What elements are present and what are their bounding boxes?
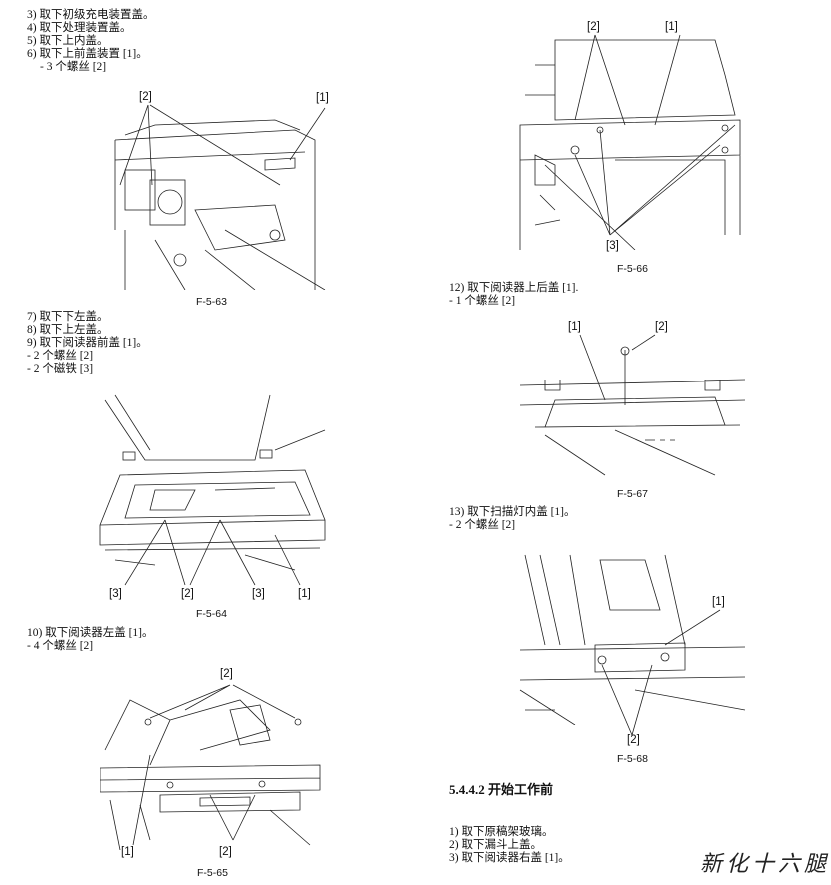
fig66-label-3: [3]: [606, 240, 619, 252]
step-4: 4) 取下处理装置盖。: [27, 22, 132, 34]
fig65-label-2a: [2]: [220, 668, 233, 680]
step-3: 3) 取下初级充电装置盖。: [27, 9, 155, 21]
fig67-leaders: [579, 334, 656, 401]
fig66-leaders: [574, 34, 736, 236]
fig66-label-1: [1]: [665, 21, 678, 33]
step-13: 13) 取下扫描灯内盖 [1]。: [449, 506, 576, 518]
step-2: 2) 取下漏斗上盖。: [449, 839, 542, 851]
step-6-sub: - 3 个螺丝 [2]: [40, 61, 107, 73]
fig64-label-1: [1]: [298, 588, 311, 600]
step-9-sub-2: - 2 个磁铁 [3]: [27, 363, 94, 375]
step-12-sub: - 1 个螺丝 [2]: [449, 295, 516, 307]
step-5: 5) 取下上内盖。: [27, 35, 109, 47]
fig63-leaders: [119, 104, 326, 186]
watermark-logo: 新化十六腿: [700, 852, 831, 877]
fig64-caption: F-5-64: [196, 608, 227, 620]
fig64-leaders: [124, 519, 301, 586]
fig68-label-1: [1]: [712, 596, 725, 608]
fig63-label-2: [2]: [139, 91, 152, 103]
step-9-sub-1: - 2 个螺丝 [2]: [27, 350, 94, 362]
figure-f-5-67: [519, 346, 746, 476]
step-7: 7) 取下下左盖。: [27, 311, 109, 323]
step-6: 6) 取下上前盖装置 [1]。: [27, 48, 148, 60]
fig65-label-1: [1]: [121, 846, 134, 858]
figure-f-5-63: [114, 119, 326, 290]
step-13-sub: - 2 个螺丝 [2]: [449, 519, 516, 531]
fig65-leaders: [132, 684, 296, 846]
step-10-sub: - 4 个螺丝 [2]: [27, 640, 94, 652]
fig63-label-1: [1]: [316, 92, 329, 104]
fig65-label-2b: [2]: [219, 846, 232, 858]
fig68-label-2: [2]: [627, 734, 640, 746]
fig64-label-3a: [3]: [109, 588, 122, 600]
fig66-caption: F-5-66: [617, 263, 648, 275]
figure-f-5-68: [519, 554, 746, 725]
figure-f-5-65: [100, 699, 321, 850]
fig66-label-2: [2]: [587, 21, 600, 33]
figure-f-5-64: [99, 394, 326, 571]
fig68-caption: F-5-68: [617, 753, 648, 765]
step-8: 8) 取下上左盖。: [27, 324, 109, 336]
figure-f-5-66: [519, 39, 741, 250]
section-heading: 5.4.4.2 开始工作前: [449, 782, 554, 797]
step-12: 12) 取下阅读器上后盖 [1].: [449, 282, 579, 294]
fig68-leaders: [601, 609, 721, 735]
fig63-caption: F-5-63: [196, 296, 227, 308]
fig67-label-1: [1]: [568, 321, 581, 333]
fig67-caption: F-5-67: [617, 488, 648, 500]
step-1: 1) 取下原稿架玻璃。: [449, 826, 554, 838]
step-10: 10) 取下阅读器左盖 [1]。: [27, 627, 154, 639]
step-3-right: 3) 取下阅读器右盖 [1]。: [449, 852, 570, 864]
fig64-label-3b: [3]: [252, 588, 265, 600]
step-9: 9) 取下阅读器前盖 [1]。: [27, 337, 148, 349]
fig67-label-2: [2]: [655, 321, 668, 333]
fig64-label-2: [2]: [181, 588, 194, 600]
fig65-caption: F-5-65: [197, 867, 228, 879]
